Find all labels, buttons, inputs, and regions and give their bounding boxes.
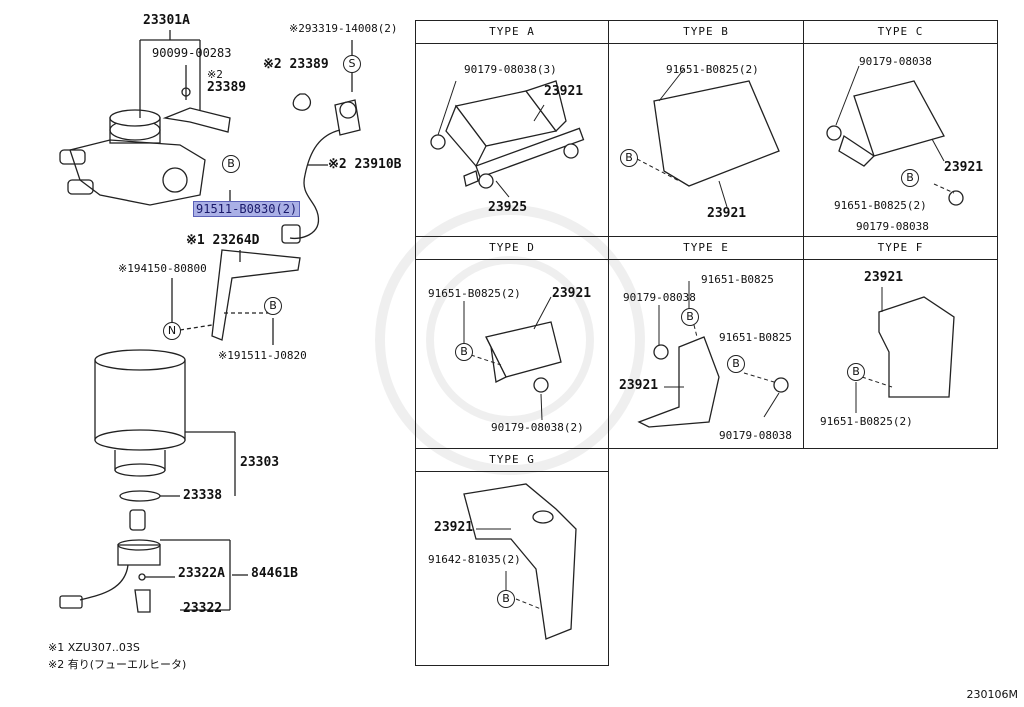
type-a-label-2: 23921	[544, 84, 584, 99]
label-23389-mark: ※2	[207, 68, 223, 81]
type-e-panel: TYPE E B B 91651-B0825 90179-08038 91651…	[608, 236, 804, 449]
symbol-b-left-1: B	[222, 155, 240, 173]
label-90099-00283: 90099-00283	[152, 46, 232, 60]
label-93319-14008: ※293319-14008(2)	[289, 22, 398, 35]
type-e-drawing	[637, 281, 789, 428]
type-a-drawing	[430, 80, 585, 198]
label-84461B: 84461B	[251, 566, 298, 581]
type-d-symbol-b: B	[455, 343, 473, 361]
label-23264D: ※1 23264D	[186, 233, 260, 248]
type-d-label-1: 91651-B0825(2)	[428, 287, 521, 300]
footnote-2: ※2 有り(フューエルヒータ)	[48, 658, 187, 671]
diagram-code: 230106M	[966, 688, 1018, 701]
label-23389-a: 23389	[207, 80, 247, 95]
label-23322A: 23322A	[178, 566, 225, 581]
type-e-label-5: 90179-08038	[719, 429, 792, 442]
type-d-panel: TYPE D B 91651-B0825(2) 23921 90179-0803…	[415, 236, 609, 449]
type-c-label-3: 91651-B0825(2)	[834, 199, 927, 212]
symbol-n: N	[163, 322, 181, 340]
type-b-label-1: 91651-B0825(2)	[666, 63, 759, 76]
type-f-title: TYPE F	[804, 237, 997, 260]
type-a-panel: TYPE A 90179-08038(3) 23921 23925	[415, 20, 609, 237]
type-e-label-3: 91651-B0825	[719, 331, 792, 344]
type-c-drawing	[826, 65, 964, 206]
label-91511-J0820: ※191511-J0820	[218, 349, 307, 362]
type-c-panel: TYPE C B 90179-08038 23921 91651-B0825(2…	[803, 20, 998, 237]
type-e-symbol-b-2: B	[727, 355, 745, 373]
type-g-title: TYPE G	[416, 449, 608, 472]
type-g-symbol-b: B	[497, 590, 515, 608]
type-c-label-4: 90179-08038	[856, 220, 929, 233]
type-e-label-1: 91651-B0825	[701, 273, 774, 286]
type-d-title: TYPE D	[416, 237, 608, 260]
watermark	[360, 140, 660, 540]
type-c-label-1: 90179-08038	[859, 55, 932, 68]
type-g-drawing	[463, 483, 577, 640]
type-b-panel: TYPE B B 91651-B0825(2) 23921	[608, 20, 804, 237]
type-f-drawing	[855, 287, 955, 413]
type-f-label-1: 23921	[864, 270, 904, 285]
type-b-title: TYPE B	[609, 21, 803, 44]
type-a-label-1: 90179-08038(3)	[464, 63, 557, 76]
label-23301A: 23301A	[143, 13, 190, 28]
type-g-label-2: 91642-81035(2)	[428, 553, 521, 566]
type-c-title: TYPE C	[804, 21, 997, 44]
type-f-symbol-b: B	[847, 363, 865, 381]
type-b-label-2: 23921	[707, 206, 747, 221]
footnote-1: ※1 XZU307..03S	[48, 641, 140, 654]
type-e-symbol-b-1: B	[681, 308, 699, 326]
type-g-panel: TYPE G B 23921 91642-81035(2)	[415, 448, 609, 666]
type-e-label-2: 90179-08038	[623, 291, 696, 304]
label-94150-80800: ※194150-80800	[118, 262, 207, 275]
label-23322: 23322	[183, 601, 223, 616]
label-23389-b: ※2 23389	[263, 57, 329, 72]
type-f-label-2: 91651-B0825(2)	[820, 415, 913, 428]
symbol-b-left-2: B	[264, 297, 282, 315]
symbol-s: S	[343, 55, 361, 73]
type-e-label-4: 23921	[619, 378, 659, 393]
type-d-drawing	[463, 296, 562, 421]
type-c-label-2: 23921	[944, 160, 984, 175]
type-b-drawing	[636, 68, 780, 208]
type-f-panel: TYPE F B 23921 91651-B0825(2)	[803, 236, 998, 449]
type-d-label-3: 90179-08038(2)	[491, 421, 584, 434]
type-c-symbol-b: B	[901, 169, 919, 187]
type-e-title: TYPE E	[609, 237, 803, 260]
type-a-label-3: 23925	[488, 200, 528, 215]
label-91511-B0830-highlight[interactable]: 91511-B0830(2)	[193, 201, 301, 217]
type-a-title: TYPE A	[416, 21, 608, 44]
type-b-symbol-b: B	[620, 149, 638, 167]
label-23338: 23338	[183, 488, 223, 503]
label-23303: 23303	[240, 455, 280, 470]
type-d-label-2: 23921	[552, 286, 592, 301]
type-g-label-1: 23921	[434, 520, 474, 535]
label-23910B: ※2 23910B	[328, 157, 402, 172]
